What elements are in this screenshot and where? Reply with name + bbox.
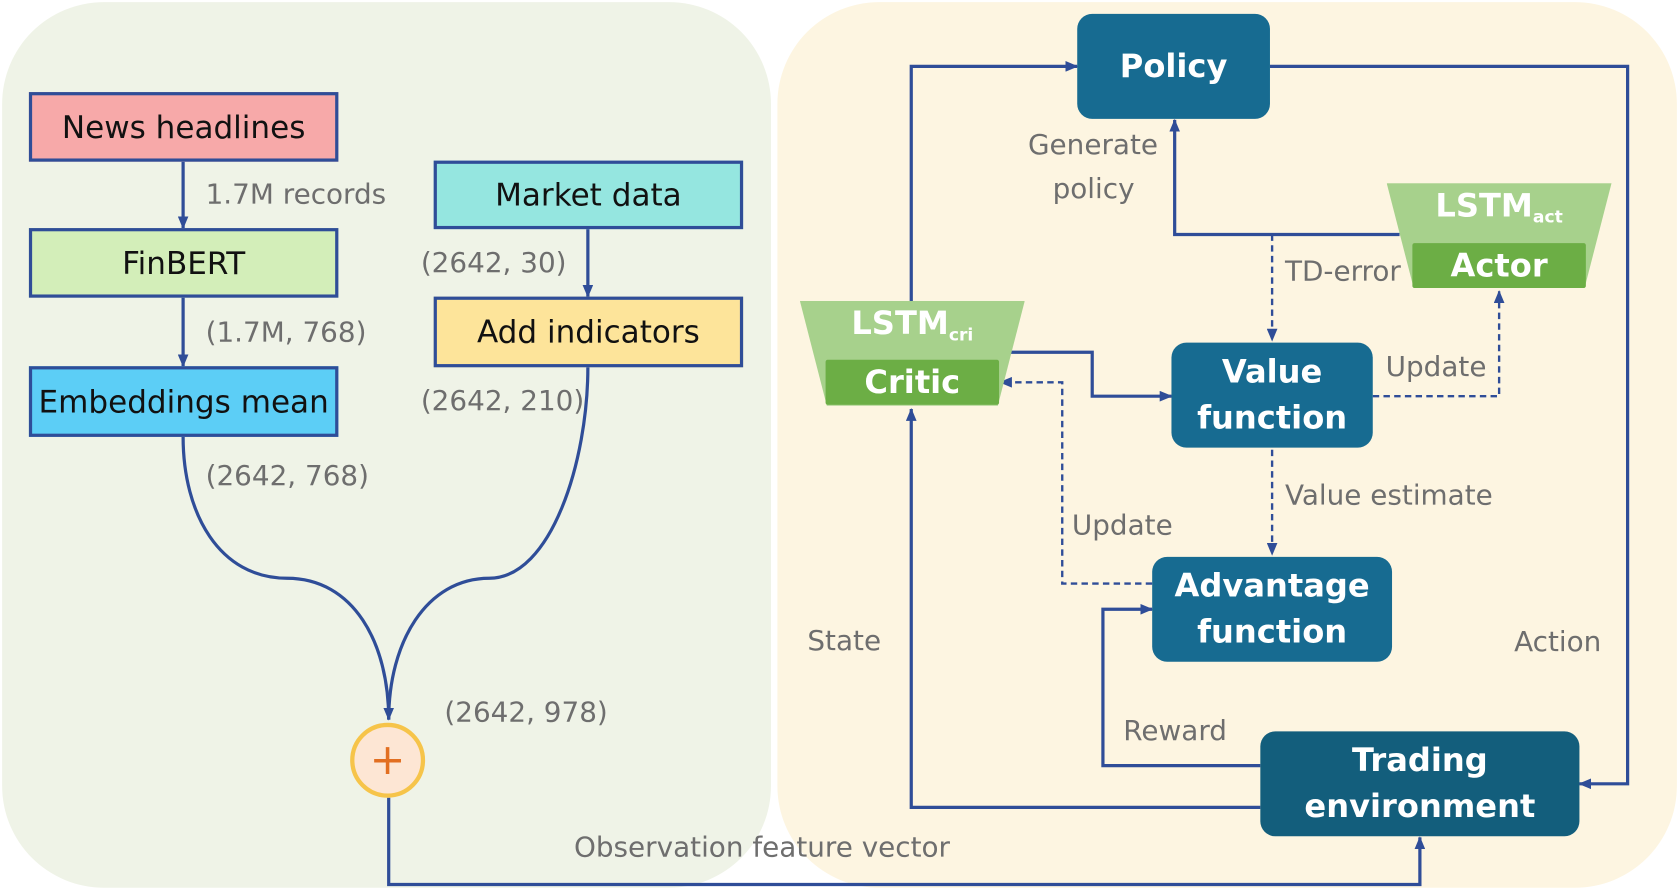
advantage-function-line2: function (1197, 613, 1348, 652)
observation-to-env-arrow (387, 797, 1426, 887)
advantage-function-line1: Advantage (1174, 567, 1370, 606)
critic-to-value-arrow (1010, 350, 1173, 402)
observation-label: Observation feature vector (573, 832, 951, 865)
finbert-node: FinBERT (28, 228, 339, 298)
critic-label: Critic (825, 359, 1000, 405)
action-label: Action (1514, 626, 1602, 659)
trading-environment-line1: Trading (1351, 742, 1488, 780)
records-label: 1.7M records (205, 178, 387, 211)
finbert-output-shape-label: (1.7M, 768) (205, 316, 367, 350)
policy-node: Policy (1077, 13, 1270, 119)
indicators-output-shape-label: (2642, 210) (420, 385, 585, 418)
policy-label: Policy (1119, 47, 1228, 86)
value-estimate-label: Value estimate (1284, 479, 1493, 512)
lstm-actor-block: LSTMact Actor (1386, 183, 1612, 289)
generate-policy-label-line1: Generate (1027, 129, 1159, 162)
critic-update-label: Update (1071, 509, 1173, 542)
add-indicators-node: Add indicators (433, 296, 744, 368)
lstm-actor-title: LSTMact (1435, 187, 1563, 228)
env-to-advantage-reward-arrow (1101, 603, 1261, 768)
news-headlines-node: News headlines (28, 92, 339, 162)
value-function-line1: Value (1221, 353, 1323, 391)
actor-update-label: Update (1385, 351, 1487, 384)
reward-label: Reward (1123, 715, 1227, 748)
state-label: State (807, 625, 882, 658)
advantage-function-node: Advantage function (1152, 556, 1393, 662)
embeddings-output-shape-label: (2642, 768) (205, 460, 370, 493)
indicators-to-plus-curve (387, 367, 590, 720)
trading-environment-line2: environment (1304, 788, 1536, 826)
trading-environment-node: Trading environment (1260, 731, 1580, 837)
advantage-to-critic-update-dashed-arrow (999, 376, 1153, 585)
lstm-critic-title: LSTMcri (851, 305, 974, 345)
concat-output-shape-label: (2642, 978) (444, 697, 608, 730)
market-data-node: Market data (433, 160, 744, 230)
state-arrow (905, 407, 1261, 809)
market-output-shape-label: (2642, 30) (420, 247, 567, 280)
generate-policy-label-line2: policy (1052, 173, 1135, 206)
value-function-line2: function (1197, 399, 1348, 437)
td-error-label: TD-error (1284, 255, 1401, 289)
actor-to-policy-arrow (1169, 118, 1400, 237)
policy-to-env-action-arrow (1269, 64, 1630, 790)
concatenate-plus-icon: + (350, 722, 426, 798)
value-function-node: Value function (1171, 342, 1373, 448)
value-to-actor-update-dashed-arrow (1372, 290, 1505, 398)
embeddings-to-plus-curve (181, 436, 395, 721)
critic-to-policy-arrow (909, 61, 1079, 302)
lstm-critic-block: LSTMcri Critic (799, 300, 1025, 406)
actor-label: Actor (1412, 243, 1586, 289)
embeddings-mean-node: Embeddings mean (28, 366, 339, 437)
